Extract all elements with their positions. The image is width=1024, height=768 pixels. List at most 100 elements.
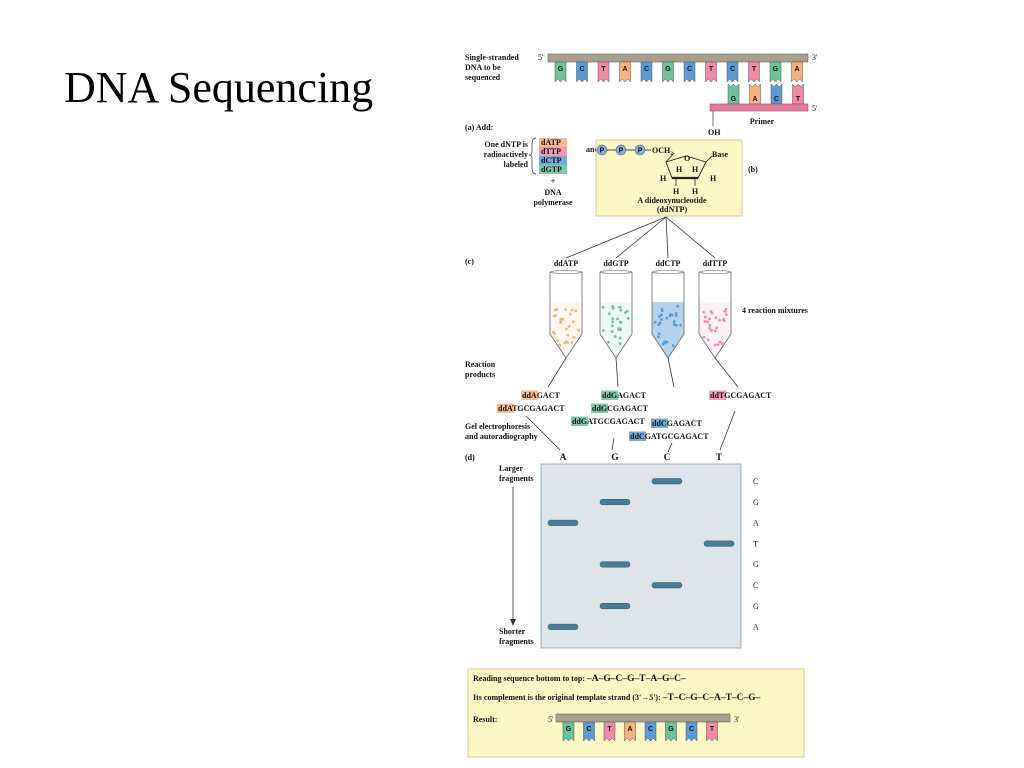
svg-text:C: C [648, 726, 653, 733]
product-fragment: ddGCGAGACT [591, 403, 649, 413]
svg-text:ddCGATGCGAGACT: ddCGATGCGAGACT [630, 432, 709, 441]
products-label-2: products [465, 370, 495, 379]
svg-text:C: C [687, 66, 692, 73]
gel-band [599, 561, 631, 568]
panel-c-tag: (c) [465, 257, 474, 266]
lane-header: A [560, 453, 567, 463]
primer-oh: OH [708, 128, 721, 137]
result-line-2: Its complement is the original template … [473, 693, 761, 703]
svg-text:T: T [796, 96, 801, 103]
dntp-item: dATP [539, 138, 567, 147]
template-base: G [662, 61, 674, 83]
phosphate-3: P [638, 148, 643, 155]
sequencing-figure: Single-stranded DNA to be sequenced 5' 3… [440, 40, 1024, 768]
reaction-tubes: ddATP ddGTP ddCTP ddTTP [549, 259, 732, 359]
svg-text:ddCGAGACT: ddCGAGACT [652, 419, 702, 428]
template-base: C [726, 61, 739, 83]
result-line-1: Reading sequence bottom to top: –A–G–C–G… [473, 674, 686, 684]
polymerase-label-1: DNA [544, 188, 562, 197]
svg-text:C: C [644, 66, 649, 73]
primer-label: Primer [750, 117, 775, 126]
reaction-tube: ddCTP [651, 259, 685, 359]
product-fragment: ddATGCGAGACT [497, 403, 565, 413]
svg-text:G: G [773, 66, 779, 73]
product-fragment: ddTGCGAGACT [709, 390, 772, 400]
reaction-products: ddAGACTddATGCGAGACTddGAGACTddGCGAGACTddG… [497, 390, 772, 441]
gel-read-letter: G [753, 498, 759, 507]
and-word: and [586, 145, 599, 154]
gel-read-letter: A [753, 623, 759, 632]
reaction-tube: ddTTP [698, 259, 732, 359]
panel-d-tag: (d) [465, 453, 475, 462]
svg-text:ddGATGCGAGACT: ddGATGCGAGACT [572, 417, 645, 426]
result-base: T [706, 721, 718, 742]
dntp-item: dGTP [539, 165, 567, 174]
gel-band [547, 623, 579, 630]
svg-text:dTTP: dTTP [541, 147, 561, 156]
template-base: A [791, 61, 803, 83]
gel-band [651, 582, 683, 589]
primer-base: T [792, 83, 804, 105]
dntp-label-3: labeled [504, 160, 529, 169]
svg-text:C: C [586, 726, 591, 733]
template-base: C [640, 61, 653, 83]
och2-label: OCH2 [652, 146, 673, 157]
template-5-end: 5' [538, 53, 544, 62]
primer-base: A [749, 83, 761, 105]
size-arrowhead [510, 619, 516, 626]
dntp-item: dTTP [539, 147, 567, 156]
panel-a-title: (a) Add: [465, 123, 493, 132]
mixtures-label: 4 reaction mixtures [742, 306, 808, 315]
gel-read-letter: A [753, 519, 759, 528]
primer-base: C [770, 83, 783, 105]
template-3-end: 3' [812, 53, 818, 62]
phosphate-1: P [600, 148, 605, 155]
gel-slab [540, 463, 742, 649]
result-base: C [685, 721, 698, 742]
svg-text:T: T [710, 726, 715, 733]
box-to-tube-arrows [565, 216, 716, 259]
h-label-4: H [710, 174, 717, 183]
template-base: T [748, 61, 760, 83]
svg-text:dATP: dATP [541, 138, 561, 147]
product-to-lane-arrows [525, 410, 736, 453]
plus-sign: + [551, 177, 556, 186]
svg-text:T: T [752, 66, 757, 73]
template-label-2: DNA to be [465, 63, 501, 72]
template-base: T [597, 61, 610, 83]
product-fragment: ddCGAGACT [651, 418, 702, 428]
gel-label-1: Gel electrophoresis [465, 422, 530, 431]
result-base: G [562, 721, 575, 742]
dntp-label-2: radioactively [484, 150, 528, 159]
svg-text:T: T [601, 66, 606, 73]
product-fragment: ddAGACT [521, 390, 560, 400]
template-label-3: sequenced [465, 73, 501, 82]
svg-text:T: T [709, 66, 714, 73]
svg-text:ddGTP: ddGTP [603, 259, 628, 268]
dntp-item: dCTP [539, 156, 567, 165]
products-label-1: Reaction [465, 360, 496, 369]
base-label: Base [712, 150, 728, 159]
gel-read-letters: CGATGCGA [753, 477, 759, 632]
result-label: Result: [473, 715, 497, 724]
result-base: G [665, 721, 677, 742]
gel-band [703, 540, 735, 547]
svg-text:ddTGCGAGACT: ddTGCGAGACT [710, 391, 772, 400]
gel-band [547, 519, 579, 526]
panel-b: P P P OCH2 O Base H H H H H H A dideoxyn… [595, 139, 758, 217]
tube-to-product-arrows [547, 357, 739, 388]
svg-text:ddGCGAGACT: ddGCGAGACT [592, 404, 649, 413]
svg-text:G: G [731, 96, 737, 103]
svg-text:A: A [752, 96, 757, 103]
template-base: G [769, 61, 782, 83]
primer-backbone [709, 103, 809, 112]
svg-text:G: G [665, 66, 671, 73]
svg-text:A: A [622, 66, 627, 73]
reaction-tube: ddATP [549, 259, 583, 359]
gel-read-letter: G [753, 560, 759, 569]
product-fragment: ddGATGCGAGACT [571, 416, 645, 426]
result-3-end: 3' [734, 715, 740, 724]
